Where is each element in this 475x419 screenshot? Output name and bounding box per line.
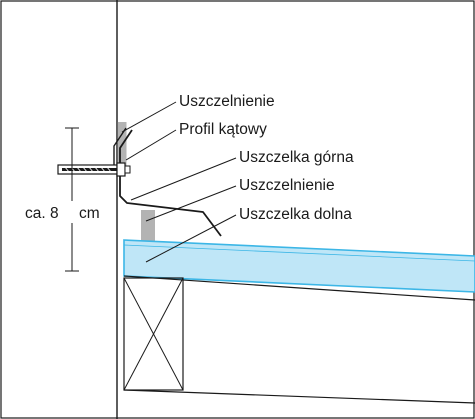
- label-upper-gasket: Uszczelka górna: [239, 149, 354, 166]
- leader-angle-profile: [125, 129, 177, 161]
- glazing-panel-inner-line: [123, 244, 475, 262]
- angle-profile-return: [113, 127, 127, 172]
- leader-lower-gasket: [145, 214, 237, 263]
- glazing-panel: [123, 239, 475, 293]
- dimension-marker: [65, 127, 79, 272]
- label-seal-middle: Uszczelnienie: [239, 177, 335, 194]
- dimension-label-unit: cm: [79, 205, 100, 222]
- leader-upper-gasket: [130, 157, 237, 201]
- angle-profile-line: [119, 129, 222, 237]
- label-angle-profile: Profil kątowy: [179, 121, 267, 138]
- dimension-label-backing: [23, 201, 107, 223]
- beam-bottom-edge: [123, 389, 475, 404]
- label-seal-top: Uszczelnienie: [179, 93, 275, 110]
- dimension-label-value: ca. 8: [25, 205, 59, 222]
- screw-anchor: [57, 162, 131, 177]
- leader-seal-top: [121, 101, 177, 133]
- label-lower-gasket: Uszczelka dolna: [239, 206, 352, 223]
- leader-seal-middle: [145, 185, 237, 222]
- post-cross-section: [123, 277, 184, 391]
